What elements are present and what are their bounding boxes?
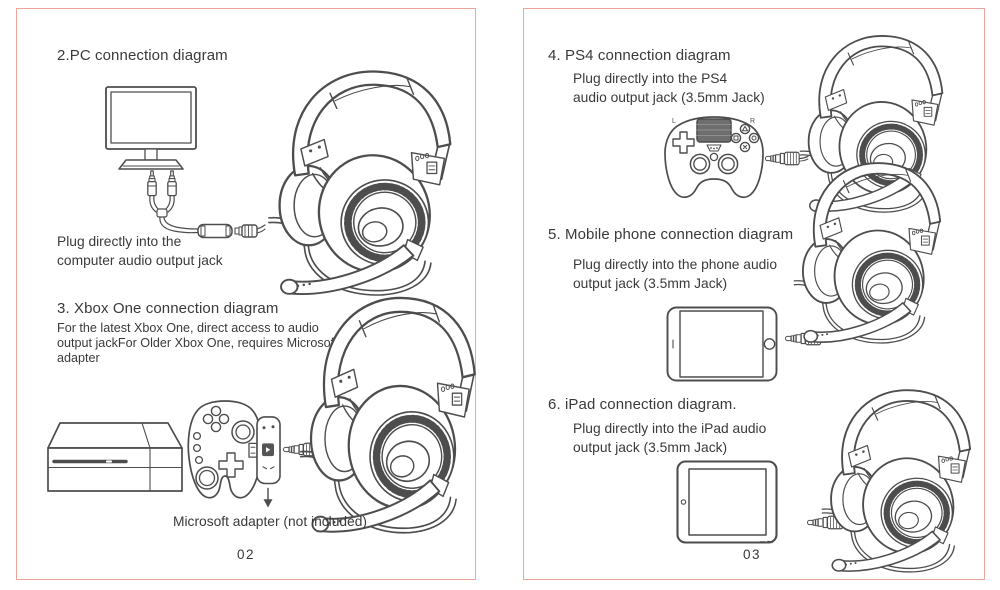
smartphone-illustration — [666, 306, 778, 382]
ps4-left-shoulder-label: L — [672, 118, 676, 125]
ipad-caption: Plug directly into the iPad audio output… — [573, 421, 767, 455]
monitor-with-splitter-cable-illustration — [105, 86, 266, 239]
headset-illustration-mobile — [792, 157, 948, 347]
xbox-section-note: For the latest Xbox One, direct access t… — [57, 321, 338, 365]
ps4-right-shoulder-label: R — [750, 118, 755, 125]
page-number-03: 03 — [742, 547, 762, 562]
ps4-section-heading: 4. PS4 connection diagram — [548, 47, 731, 64]
ipad-section-heading: 6. iPad connection diagram. — [548, 396, 737, 413]
mobile-section-heading: 5. Mobile phone connection diagram — [548, 226, 794, 243]
pc-section-heading: 2.PC connection diagram — [57, 47, 228, 64]
ps4-caption: Plug directly into the PS4 audio output … — [573, 71, 765, 105]
xbox-section-heading: 3. Xbox One connection diagram — [57, 300, 279, 317]
xbox-one-console-illustration — [47, 422, 183, 492]
pc-caption: Plug directly into the computer audio ou… — [57, 234, 223, 268]
ps4-controller-illustration: L R — [664, 116, 764, 199]
mobile-caption: Plug directly into the phone audio outpu… — [573, 257, 778, 291]
page-02-border — [16, 8, 476, 580]
adapter-caption: Microsoft adapter (not included) — [172, 514, 368, 529]
page-03-border — [523, 8, 985, 580]
microsoft-adapter-illustration — [248, 416, 281, 508]
ipad-illustration — [676, 460, 778, 544]
page-number-02: 02 — [236, 547, 256, 562]
xbox-controller-illustration — [187, 400, 263, 499]
headset-illustration-ipad — [820, 384, 978, 576]
